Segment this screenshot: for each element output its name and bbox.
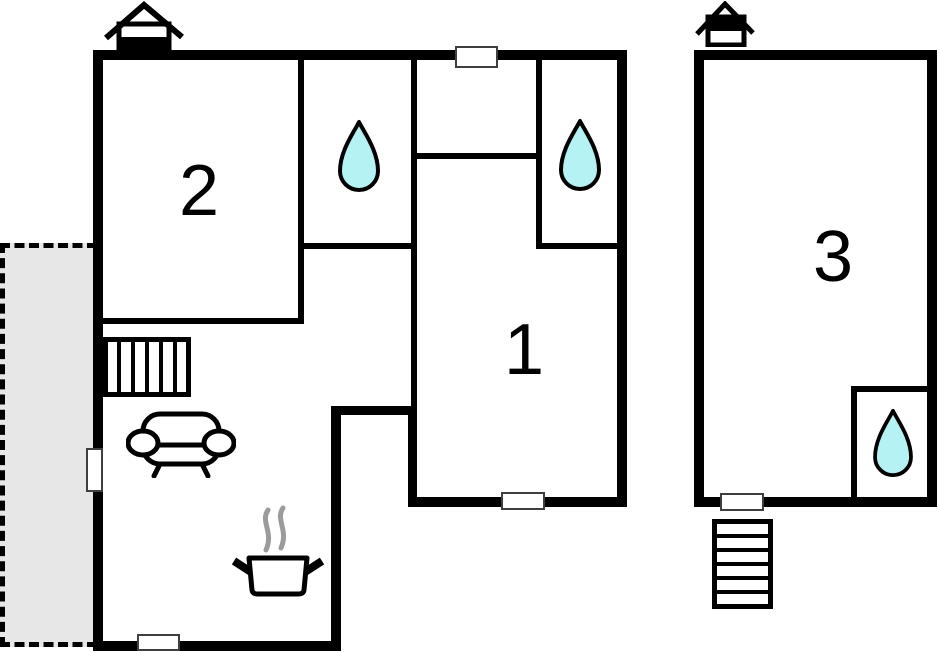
room-1-label: 1 — [503, 310, 545, 390]
wall-main-right — [617, 50, 627, 507]
terrace-area — [0, 243, 97, 647]
wall-annex-right — [927, 50, 937, 507]
room-3-label: 3 — [812, 217, 854, 297]
sofa-icon — [126, 411, 236, 478]
wall-room2-right — [298, 55, 304, 324]
wall-bath2-bottom — [536, 243, 627, 249]
wall-living-right — [331, 406, 341, 651]
room-2-label: 2 — [178, 151, 220, 231]
wall-annex-top — [694, 50, 937, 60]
wall-bath1-bottom — [298, 243, 417, 249]
wall-living-bottom — [93, 641, 341, 651]
wall-hall-bottom — [411, 153, 542, 159]
radiator-icon — [103, 337, 191, 397]
door-opening-room1 — [501, 492, 545, 510]
wall-bath2-left — [536, 55, 542, 249]
wall-notch-right — [408, 410, 417, 505]
wall-main-top — [93, 50, 627, 60]
door-opening-living — [137, 634, 180, 651]
water-drop-icon — [873, 408, 913, 478]
window-opening-left — [86, 448, 103, 492]
door-opening-main-top — [455, 46, 498, 68]
water-drop-icon — [559, 119, 601, 191]
water-drop-icon — [338, 120, 380, 192]
wall-annex-left — [694, 50, 704, 507]
wall-annex-bath-left — [851, 386, 857, 507]
chimney-icon — [104, 1, 184, 51]
door-opening-annex — [720, 493, 764, 511]
wall-annex-bottom — [694, 497, 937, 507]
wall-main-left — [93, 50, 103, 651]
wall-notch-top — [331, 406, 417, 415]
wall-annex-bath-top — [851, 386, 937, 392]
stairs-icon — [712, 519, 773, 609]
wall-bath1-right — [411, 55, 417, 415]
wall-room2-bottom — [93, 318, 304, 324]
cooking-pot-icon — [231, 505, 325, 597]
chimney-icon — [695, 1, 755, 47]
